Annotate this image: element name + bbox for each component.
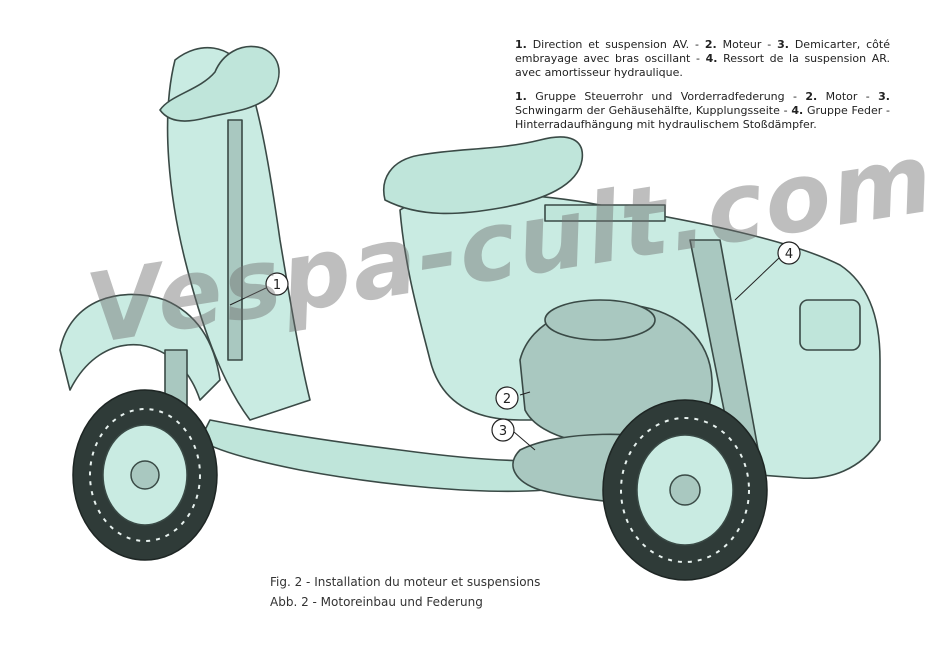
front-mudguard <box>59 293 221 401</box>
steering-column <box>227 119 243 361</box>
engine-cylinder <box>544 299 656 341</box>
legend-de-item-1: Gruppe Steuerrohr und Vorderradfederung … <box>526 90 806 103</box>
rear-wheel <box>602 399 768 581</box>
legend-fr-num-3: 3. <box>777 38 789 51</box>
callout-2-label: 2 <box>503 392 511 407</box>
legend-de-item-2: Motor - <box>817 90 879 103</box>
callout-3: 3 <box>491 418 536 451</box>
legend-de-item-4: Gruppe Feder - Hinterradaufhängung mit h… <box>515 104 891 131</box>
callout-2: 2 <box>495 386 531 410</box>
legend-fr-num-2: 2. <box>704 38 717 51</box>
scooter-illustration <box>59 45 881 505</box>
front-wheel <box>72 389 218 561</box>
figure-caption-french: Fig. 2 - Installation du moteur et suspe… <box>270 575 541 589</box>
tail-light <box>799 299 861 351</box>
legend-de-num-2: 2. <box>805 90 818 103</box>
legend-fr-item-1: Direction et suspension AV. - <box>526 38 705 51</box>
legend-de-num-4: 4. <box>791 104 804 117</box>
legend-fr-num-4: 4. <box>705 52 718 65</box>
callout-1: 1 <box>229 272 289 306</box>
callout-4: 4 <box>734 241 801 301</box>
figure-caption-german: Abb. 2 - Motoreinbau und Federung <box>270 595 483 609</box>
legend-german: 1. Gruppe Steuerrohr und Vorderradfederu… <box>515 90 890 132</box>
legend-de-num-3: 3. <box>878 90 890 103</box>
handlebar-headset <box>159 45 280 122</box>
callout-1-label: 1 <box>273 278 281 293</box>
legend-french: 1. Direction et suspension AV. - 2. Mote… <box>515 38 890 80</box>
callout-3-label: 3 <box>499 424 507 439</box>
legend-de-item-3: Schwingarm der Gehäusehälfte, Kupplungss… <box>515 104 792 117</box>
luggage-rack <box>544 204 666 222</box>
legend-de-num-1: 1. <box>515 90 527 103</box>
legend-fr-item-2: Moteur - <box>716 38 778 51</box>
seat <box>383 136 584 215</box>
callout-4-label: 4 <box>785 247 793 262</box>
legend-fr-item-3: Demicarter, côté embrayage avec bras osc… <box>515 38 890 65</box>
legend-fr-item-4: Ressort de la suspension AR. avec amorti… <box>515 52 890 79</box>
legend-fr-num-1: 1. <box>515 38 527 51</box>
